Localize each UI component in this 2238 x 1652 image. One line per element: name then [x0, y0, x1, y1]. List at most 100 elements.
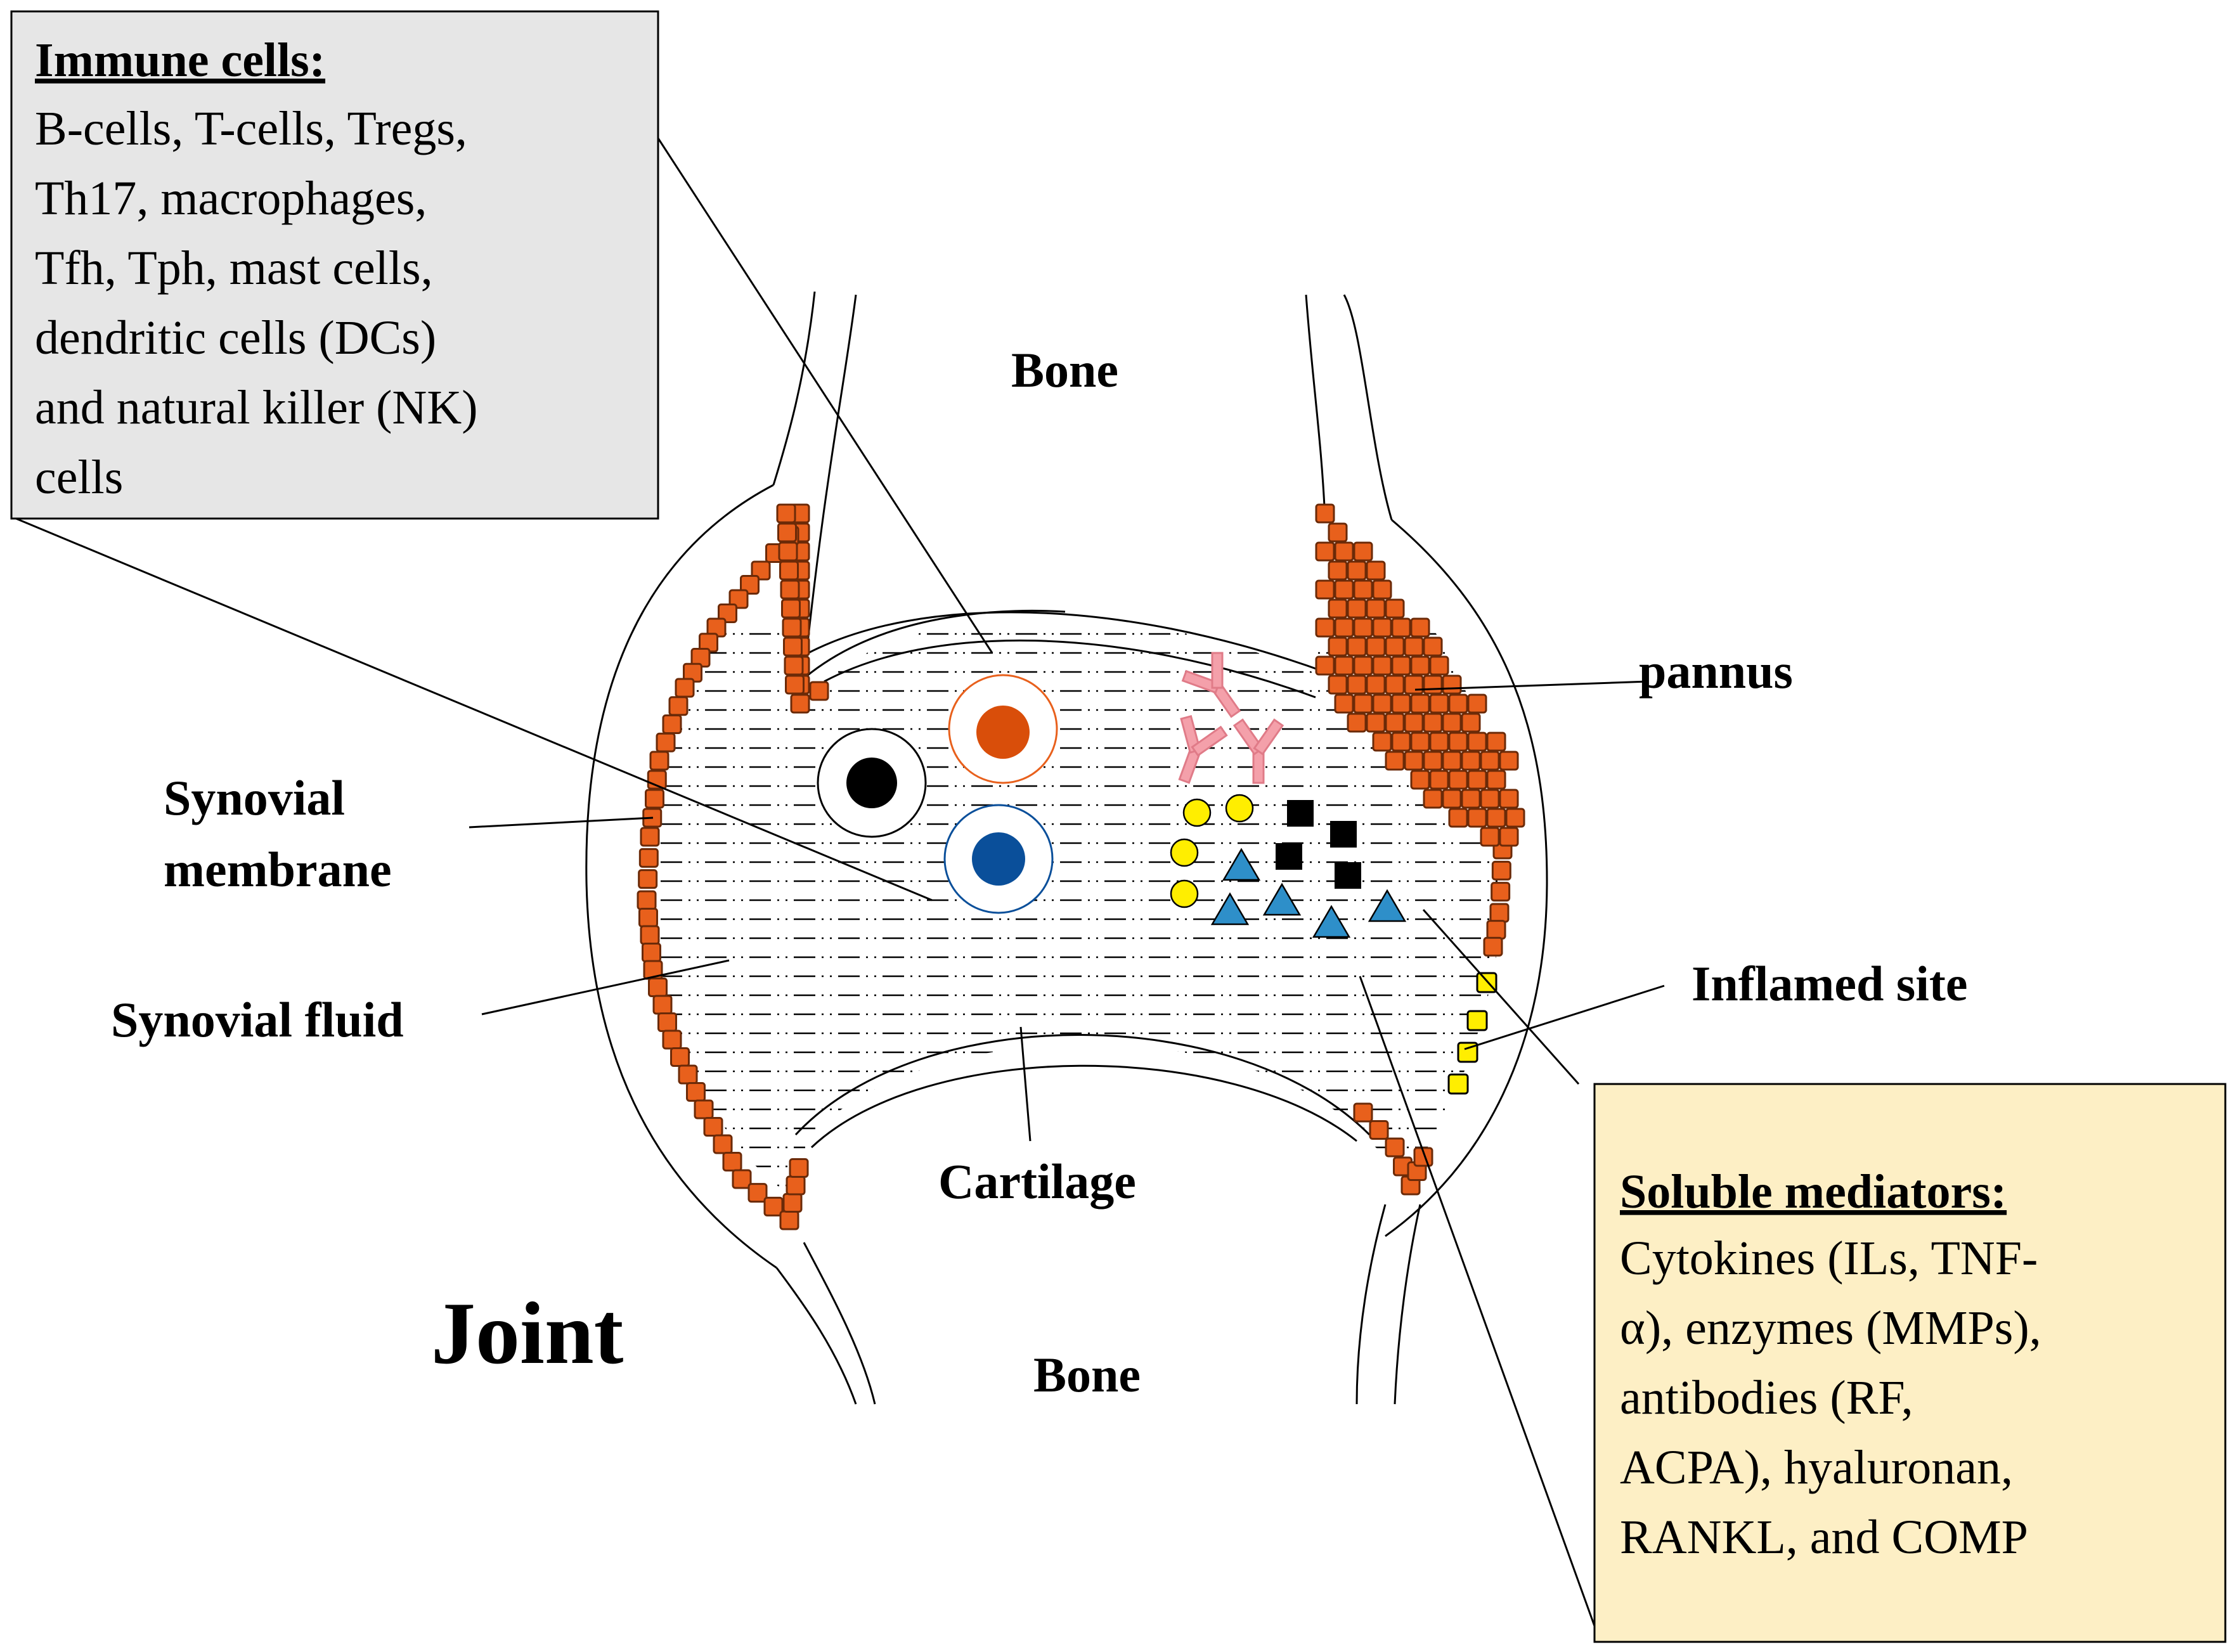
- membrane-cell-block: [777, 522, 797, 543]
- membrane-cell-block: [1347, 560, 1367, 581]
- membrane-cell-block: [1334, 655, 1354, 676]
- membrane-cell-block: [1480, 827, 1500, 847]
- upper-bone-outline-right-inner: [1305, 294, 1326, 520]
- membrane-cell-block: [1410, 655, 1430, 676]
- membrane-cell-block: [783, 636, 803, 657]
- membrane-cell-block: [776, 503, 796, 524]
- membrane-cell-block: [1385, 598, 1405, 619]
- immune-box-line-5: and natural killer (NK): [35, 381, 478, 434]
- membrane-cell-block: [1328, 522, 1348, 543]
- membrane-cell-block: [657, 1012, 677, 1032]
- mediator-box-leader-1: [1422, 909, 1580, 1085]
- membrane-cell-block: [1353, 579, 1373, 600]
- membrane-cell-block: [778, 541, 798, 562]
- membrane-cell-block: [649, 751, 669, 771]
- lower-cartilage-bottom: [810, 1064, 1357, 1149]
- membrane-cell-block: [1404, 674, 1424, 695]
- membrane-cell-block: [1423, 751, 1443, 771]
- upper-cartilage-bottom: [824, 639, 1316, 699]
- cartilage-leader: [1019, 1026, 1032, 1142]
- membrane-cell-block: [1410, 694, 1430, 714]
- membrane-cell-block: [1467, 732, 1487, 752]
- membrane-cell-block: [1391, 694, 1411, 714]
- membrane-cell-block: [648, 978, 668, 997]
- membrane-cell-block: [1442, 751, 1462, 771]
- membrane-cell-block: [1334, 579, 1354, 600]
- membrane-cell-block: [1410, 617, 1430, 638]
- membrane-cell-block: [785, 674, 805, 695]
- lower-bone-outline-left-outer: [775, 1267, 857, 1405]
- membrane-cell-block: [1461, 789, 1481, 809]
- membrane-cell-block: [1486, 770, 1506, 790]
- membrane-cell-block: [1423, 713, 1443, 733]
- membrane-cell-block: [763, 1196, 784, 1216]
- membrane-cell-block: [1423, 674, 1443, 695]
- membrane-cell-block: [1372, 655, 1392, 676]
- upper-bone-outline-right-outer: [1343, 294, 1393, 520]
- membrane-cell-block: [784, 655, 804, 676]
- membrane-cell-block: [1442, 789, 1462, 809]
- membrane-cell-block: [1410, 732, 1430, 752]
- membrane-cell-block: [1404, 636, 1424, 657]
- membrane-cell-block: [718, 603, 737, 623]
- membrane-cell-block: [1385, 713, 1405, 733]
- membrane-cell-block: [1328, 674, 1348, 695]
- synovial-membrane-label-1: Synovial: [164, 770, 345, 825]
- membrane-cell-block: [786, 1175, 806, 1196]
- synovial-membrane-leader: [469, 816, 654, 829]
- membrane-cell-block: [1413, 1147, 1433, 1167]
- membrane-cell-block: [1366, 560, 1386, 581]
- membrane-cell-block: [1366, 598, 1386, 619]
- membrane-cell-block: [1369, 1120, 1389, 1140]
- membrane-cell-block: [640, 827, 660, 847]
- membrane-cell-block: [751, 560, 771, 581]
- membrane-cell-block: [1347, 598, 1367, 619]
- membrane-cell-block: [809, 681, 829, 701]
- membrane-cell-block: [1353, 1102, 1373, 1123]
- immune-box-line-3: Tfh, Tph, mast cells,: [35, 242, 433, 295]
- membrane-cell-block: [1315, 541, 1335, 562]
- inflamed-site-leader: [1464, 984, 1665, 1050]
- membrane-cell-block: [1353, 655, 1373, 676]
- lower-bone-outline-right-outer: [1394, 1204, 1421, 1405]
- joint-capsule-left: [585, 484, 777, 1269]
- lower-cartilage-top: [794, 1034, 1371, 1136]
- bone-bottom-label: Bone: [1033, 1347, 1141, 1402]
- membrane-cell-block: [1315, 617, 1335, 638]
- soluble-mediators-box: Soluble mediators: Cytokines (ILs, TNF- …: [1593, 1083, 2227, 1643]
- synovial-membrane-label-2: membrane: [164, 842, 392, 897]
- membrane-cell-block: [1366, 674, 1386, 695]
- membrane-cell-block: [740, 575, 760, 595]
- synovial-membrane-blocks: [637, 503, 1513, 1230]
- membrane-cell-block: [780, 579, 800, 600]
- membrane-cell-block: [1385, 674, 1405, 695]
- membrane-cell-block: [1404, 713, 1424, 733]
- synovial-fluid-label: Synovial fluid: [111, 992, 404, 1047]
- immune-box-leader-2: [11, 515, 933, 901]
- membrane-cell-block: [1347, 636, 1367, 657]
- membrane-cell-block: [1491, 860, 1511, 881]
- membrane-cell-block: [1467, 808, 1487, 828]
- membrane-cell-block: [1385, 636, 1405, 657]
- membrane-cell-block: [1366, 713, 1386, 733]
- leader-lines: [11, 138, 1665, 1627]
- membrane-cell-block: [1429, 732, 1449, 752]
- mediator-box-line-4: ACPA), hyaluronan,: [1620, 1441, 2013, 1494]
- membrane-cell-block: [1461, 713, 1481, 733]
- membrane-cell-block: [722, 1152, 742, 1171]
- membrane-cell-block: [675, 678, 695, 698]
- membrane-cell-block: [1391, 617, 1411, 638]
- membrane-cell-block: [1429, 694, 1449, 714]
- inflamed-site-blocks: [1447, 972, 1497, 1095]
- immune-cells-box: Immune cells: B-cells, T-cells, Tregs, T…: [10, 10, 659, 520]
- membrane-cell-block: [1372, 694, 1392, 714]
- immune-box-line-2: Th17, macrophages,: [35, 172, 427, 225]
- blue-mediator-triangles: [1210, 848, 1407, 938]
- immune-box-leader-1: [657, 138, 993, 654]
- bone-top-label: Bone: [1011, 342, 1118, 397]
- pannus-leader: [1414, 680, 1649, 691]
- membrane-cell-block: [1442, 674, 1462, 695]
- membrane-cell-block: [1505, 808, 1525, 828]
- black-cell: [817, 728, 927, 838]
